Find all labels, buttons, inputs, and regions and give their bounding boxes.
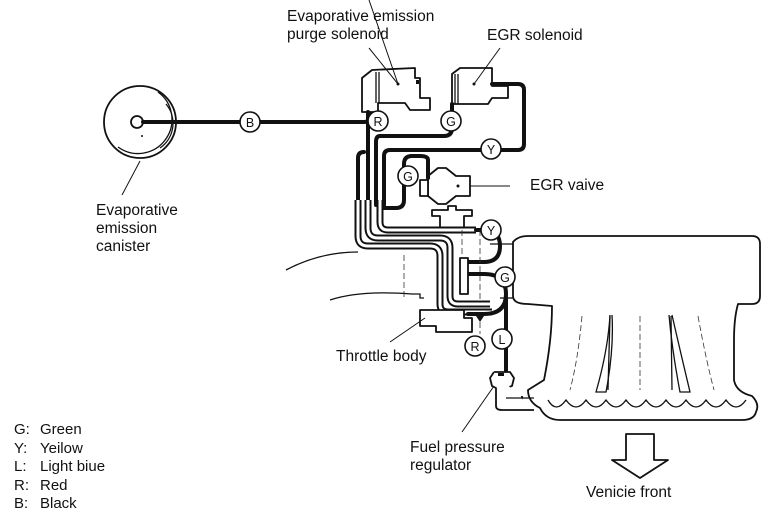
egr-solenoid	[451, 67, 509, 105]
svg-text:Y: Y	[487, 224, 496, 238]
tag-regulator-l: L	[491, 328, 513, 350]
fuel-pressure-regulator	[489, 371, 534, 411]
tag-canister-b: B	[239, 111, 261, 133]
label-egr-solenoid: EGR solenoid	[487, 27, 583, 44]
tag-purge-r: R	[367, 110, 389, 132]
legend-item: G:Green	[14, 421, 82, 438]
color-legend: G:Green Y:Yeilow L:Light biue R:Red B:Bl…	[14, 421, 105, 514]
label-fuel-pressure-regulator: Fuel pressure regulator	[410, 439, 505, 474]
tag-manifold-y: Y	[480, 219, 502, 241]
svg-text:G: G	[446, 115, 456, 129]
label-purge-solenoid: Evaporative emission purge solenoid	[287, 8, 435, 43]
tag-egr-solenoid-y: Y	[480, 138, 502, 160]
svg-text:R: R	[470, 340, 479, 354]
tag-manifold-g: G	[494, 266, 516, 288]
intake-manifold	[490, 235, 761, 421]
label-vehicle-front: Venicie front	[586, 484, 672, 501]
legend-item: R:Red	[14, 476, 68, 494]
svg-text:R: R	[373, 115, 382, 129]
purge-solenoid	[361, 67, 431, 113]
legend-item: Y:Yeilow	[14, 439, 83, 457]
legend-item: B:Black	[14, 495, 77, 512]
svg-text:G: G	[403, 170, 413, 184]
tag-throttle-r: R	[464, 335, 486, 357]
leader-lines	[121, 0, 501, 433]
label-canister: Evaporative emission canister	[96, 202, 178, 255]
hose-bundle	[354, 200, 492, 316]
vehicle-front-arrow-icon	[611, 433, 669, 479]
label-egr-valve: EGR vaive	[530, 177, 605, 194]
tag-egr-solenoid-g: G	[440, 110, 462, 132]
throttle-body	[419, 309, 484, 334]
egr-valve-g-hose	[378, 154, 430, 210]
svg-text:L: L	[499, 333, 506, 347]
engine-outline	[285, 251, 424, 301]
svg-text:B: B	[246, 116, 254, 130]
egr-valve	[419, 167, 510, 233]
label-throttle-body: Throttle body	[336, 348, 427, 365]
tag-egr-valve-g: G	[397, 165, 419, 187]
legend-item: L:Light biue	[14, 458, 106, 475]
svg-text:Y: Y	[487, 143, 496, 157]
egr-solenoid-y-hose	[382, 82, 526, 207]
svg-text:G: G	[500, 271, 510, 285]
manifold-g-hose	[466, 272, 508, 316]
